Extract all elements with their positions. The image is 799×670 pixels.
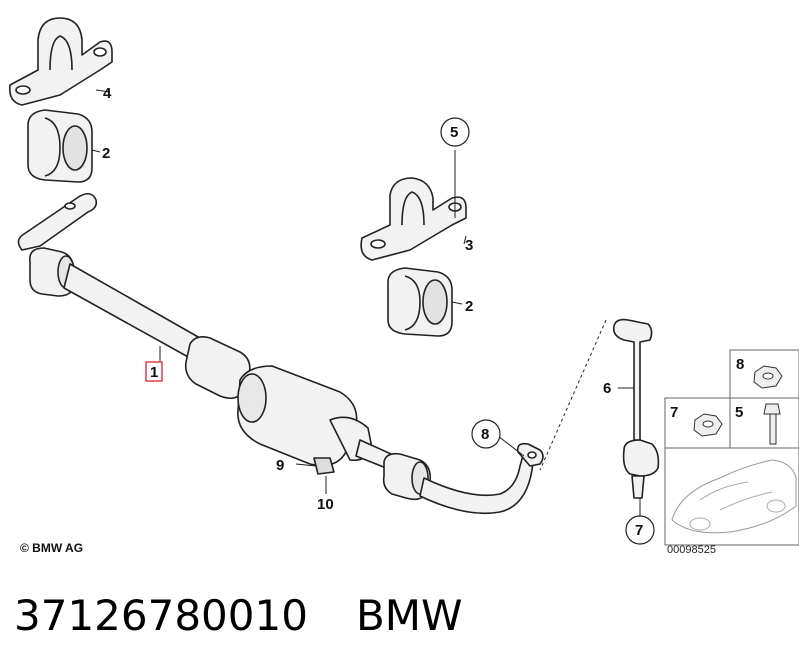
callout-7-diagram: 7 bbox=[635, 522, 643, 539]
callout-6: 6 bbox=[603, 380, 611, 397]
brand-name: BMW bbox=[355, 591, 463, 640]
callout-8-diagram: 8 bbox=[481, 426, 489, 443]
stabilizer-bar-part-1 bbox=[17, 192, 544, 515]
dashed-leader-line bbox=[539, 319, 607, 471]
callout-1-highlight-box bbox=[145, 361, 163, 382]
callout-1: 1 bbox=[150, 364, 158, 381]
callouts: 4 2 5 3 2 1 6 8 9 10 7 8 7 5 bbox=[102, 85, 744, 545]
callout-5-circle bbox=[440, 117, 470, 147]
callout-10: 10 bbox=[317, 496, 334, 513]
callout-7-inset: 7 bbox=[670, 404, 678, 421]
callout-9: 9 bbox=[276, 457, 284, 474]
callout-8-circle bbox=[471, 419, 501, 449]
callout-5-top: 5 bbox=[450, 124, 458, 141]
leader-lines bbox=[91, 89, 641, 518]
copyright-label: © BMW AG bbox=[20, 541, 83, 555]
callout-5-inset: 5 bbox=[735, 404, 743, 421]
footer-caption: 37126780010 BMW bbox=[14, 586, 789, 646]
callout-8-inset: 8 bbox=[736, 356, 744, 373]
bushing-part-2-center bbox=[387, 267, 453, 337]
parts-diagram: 4 2 5 3 2 1 6 8 9 10 7 8 7 5 © BMW AG 00… bbox=[8, 17, 799, 556]
callout-2-center: 2 bbox=[465, 298, 473, 315]
link-rod-part-6 bbox=[612, 318, 660, 499]
bushing-part-2-left bbox=[27, 109, 93, 183]
bracket-part-4 bbox=[8, 17, 113, 106]
diagram-reference-number: 00098525 bbox=[667, 544, 716, 556]
bracket-part-3 bbox=[360, 177, 467, 261]
inset-panel bbox=[664, 349, 799, 546]
callout-7-circle bbox=[625, 515, 655, 545]
callout-2-left: 2 bbox=[102, 145, 110, 162]
callout-4: 4 bbox=[103, 85, 112, 102]
callout-3: 3 bbox=[465, 237, 473, 254]
part-number: 37126780010 bbox=[14, 591, 308, 640]
